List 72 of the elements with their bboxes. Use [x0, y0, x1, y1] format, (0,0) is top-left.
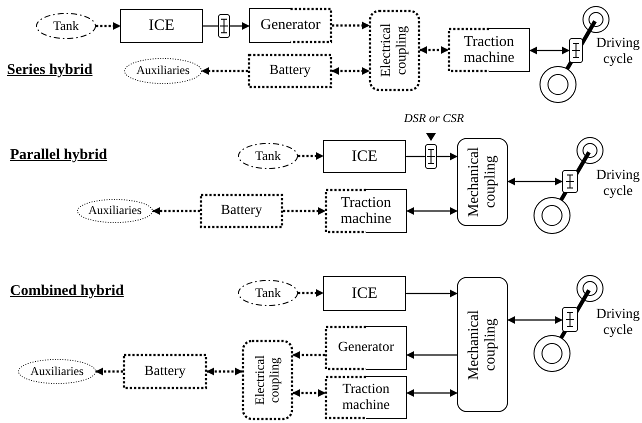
node-label: Tank — [255, 286, 281, 300]
node-label: Electrical coupling — [253, 354, 282, 407]
node-label: ICE — [148, 17, 174, 35]
node-label: Generator — [338, 340, 394, 356]
node-label: Electrical coupling — [379, 22, 410, 80]
annotation-text: Driving cycle — [595, 168, 641, 200]
ellipse-node — [238, 280, 298, 306]
connector-arrow — [152, 207, 200, 215]
node-label: Traction machine — [340, 194, 392, 228]
ellipse-node — [36, 13, 96, 39]
node-label: ICE — [352, 148, 378, 166]
connector-arrow — [419, 46, 449, 54]
connector-arrow — [201, 67, 248, 75]
connector-arrow — [292, 351, 325, 359]
node-label: Tank — [53, 18, 79, 34]
process-box — [325, 189, 407, 233]
node-label: Tank — [255, 148, 281, 164]
connector-arrow — [283, 207, 326, 215]
node-label: Traction machine — [341, 382, 391, 413]
process-box — [123, 354, 207, 389]
connector-arrow — [96, 22, 121, 30]
process-box — [325, 376, 407, 419]
connector-arrow — [437, 152, 458, 160]
gearbox-icon — [218, 14, 230, 38]
connector-arrow — [406, 389, 458, 397]
node-label: Mechanical coupling — [466, 146, 499, 219]
connector-arrow — [298, 289, 324, 297]
node-label: ICE — [352, 284, 378, 302]
connector-arrow — [331, 67, 370, 75]
connector-arrow — [406, 207, 458, 215]
connector-arrow — [507, 178, 563, 186]
section-title: Combined hybrid — [10, 283, 124, 300]
connector-arrow — [292, 389, 326, 397]
connector-arrow — [206, 368, 243, 376]
process-box — [200, 194, 283, 228]
node-label: Battery — [269, 63, 311, 79]
node-label: Auxiliaries — [30, 364, 84, 378]
node-label: Battery — [220, 203, 262, 219]
process-box — [248, 54, 332, 88]
process-box — [249, 8, 332, 43]
ellipse-node — [124, 58, 202, 84]
annotation-text: Driving cycle — [595, 36, 641, 68]
process-box — [120, 9, 203, 43]
coupling-box — [457, 138, 508, 226]
connector-arrow — [507, 316, 563, 324]
process-box — [323, 276, 406, 311]
node-label: Battery — [144, 364, 186, 380]
section-title: Parallel hybrid — [10, 147, 108, 164]
annotation-text: Driving cycle — [595, 307, 641, 340]
coupling-box — [457, 277, 508, 412]
node-label: Auxiliaries — [136, 64, 190, 78]
connector-arrow — [298, 152, 324, 160]
ellipse-node — [77, 199, 153, 223]
process-box — [448, 28, 530, 72]
connector-arrow — [406, 290, 458, 298]
connector-arrow — [95, 368, 123, 376]
annotation-text: DSR or CSR — [403, 112, 465, 126]
coupling-box — [242, 340, 293, 420]
connector-arrow — [230, 22, 250, 30]
node-label: Generator — [260, 17, 320, 34]
process-box — [323, 140, 406, 173]
node-label: Traction machine — [462, 34, 516, 66]
coupling-box — [369, 10, 420, 91]
node-label: Auxiliaries — [88, 204, 142, 218]
node-label: Mechanical coupling — [466, 308, 499, 382]
section-title: Series hybrid — [7, 62, 92, 79]
connector-arrow — [529, 46, 570, 54]
ellipse-node — [18, 359, 96, 384]
ellipse-node — [238, 143, 298, 169]
connector-arrow — [332, 22, 370, 30]
process-box — [325, 326, 407, 370]
connector-arrow — [406, 351, 457, 359]
